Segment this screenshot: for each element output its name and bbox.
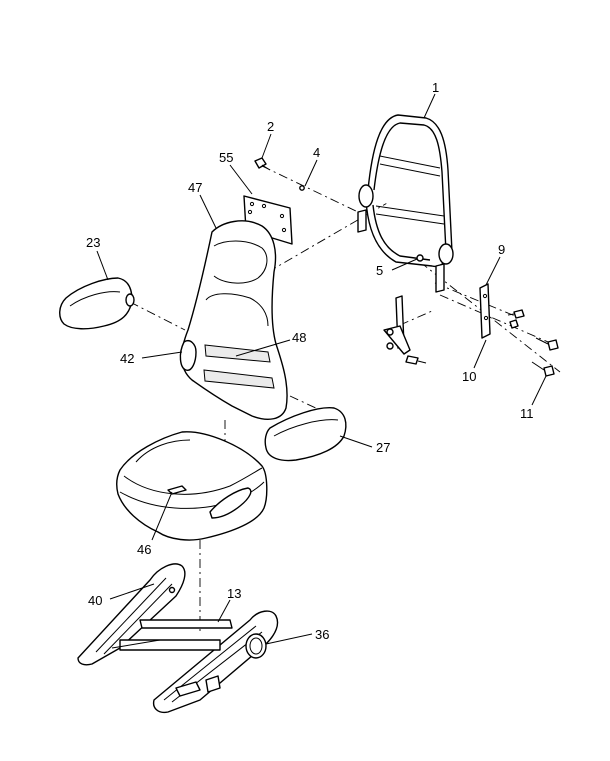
callout-10: 10 <box>462 369 476 384</box>
bracket-hardware-5 <box>383 254 427 365</box>
callout-9: 9 <box>498 242 505 257</box>
callout-23: 23 <box>86 235 100 250</box>
callout-2: 2 <box>267 119 274 134</box>
callout-40: 40 <box>88 593 102 608</box>
callout-11: 11 <box>520 406 534 421</box>
assembly-centerlines <box>129 165 561 635</box>
screw-2 <box>254 157 271 171</box>
seat-cushion-48 <box>115 431 268 541</box>
leader-lines <box>96 93 547 645</box>
bolts-11 <box>507 309 559 377</box>
callout-27: 27 <box>376 440 390 455</box>
callout-55: 55 <box>219 150 233 165</box>
callout-13: 13 <box>227 586 241 601</box>
callout-42: 42 <box>120 351 134 366</box>
seat-frame-40 <box>77 563 279 714</box>
callout-4: 4 <box>313 145 320 160</box>
washer-4 <box>299 185 305 191</box>
callout-46: 46 <box>137 542 151 557</box>
callout-labels: 1 2 4 55 47 23 5 9 48 42 10 11 27 46 40 … <box>86 80 534 642</box>
bracket-strip-9 <box>479 283 491 339</box>
callout-5: 5 <box>376 263 383 278</box>
armrest-right-27 <box>264 407 347 462</box>
callout-47: 47 <box>188 180 202 195</box>
headrest-frame <box>357 114 454 293</box>
backrest-47 <box>179 220 288 420</box>
callout-48: 48 <box>292 330 306 345</box>
callout-36: 36 <box>315 627 329 642</box>
callout-1: 1 <box>432 80 439 95</box>
armrest-left-23 <box>59 277 135 330</box>
